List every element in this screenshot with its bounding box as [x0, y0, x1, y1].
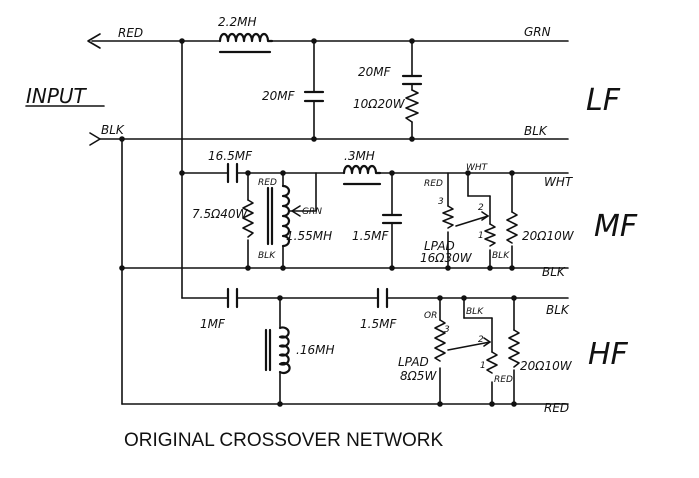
coil-hf-0-16mh-symbol — [278, 326, 291, 375]
diagram-caption: ORIGINAL CROSSOVER NETWORK — [124, 430, 443, 451]
junction-dot — [437, 295, 443, 301]
components — [218, 32, 520, 375]
label-coil-tap-red: RED — [258, 178, 277, 188]
label-coil-tap-blk: BLK — [258, 251, 276, 261]
label-inductor-2-2mh: 2.2MH — [218, 15, 256, 29]
label-grn-out: GRN — [524, 25, 551, 39]
junction-dot — [280, 265, 286, 271]
label-mf: MF — [594, 209, 638, 244]
junction-dot — [119, 136, 125, 142]
label-blk-input: BLK — [101, 123, 125, 137]
junction-dot — [509, 265, 515, 271]
label-cap-lf-zobel: 20MF — [358, 65, 392, 79]
label-coil-mf: 1.55MH — [286, 229, 332, 243]
label-red-input: RED — [118, 26, 143, 40]
label-lpad-hf-red: RED — [494, 375, 513, 385]
label-cap-lf-shunt: 20MF — [262, 89, 296, 103]
junction-dot — [179, 38, 185, 44]
junction-dot — [277, 401, 283, 407]
label-lpad-hf-n1: 1 — [480, 361, 486, 371]
junction-dot — [245, 265, 251, 271]
junction-dot — [277, 295, 283, 301]
junction-dot — [465, 170, 471, 176]
label-res-lf-zobel: 10Ω20W — [353, 97, 406, 111]
label-lpad-mf-red: RED — [424, 179, 443, 189]
coil-mf-1-55mh-symbol — [281, 184, 291, 248]
inductor-2-2mh-symbol — [218, 32, 274, 43]
coil-mf-tap-arrow — [291, 205, 301, 217]
lpad-mf-wiper-arrow — [481, 211, 489, 221]
label-hf: HF — [588, 337, 629, 372]
label-lpad-mf-n2: 2 — [478, 203, 484, 213]
label-coil-hf: .16MH — [296, 343, 334, 357]
junction-dot — [511, 295, 517, 301]
label-lpad-mf-n1: 1 — [478, 231, 484, 241]
inductor-0-3mh-symbol — [342, 164, 382, 175]
junction-dot — [179, 170, 185, 176]
label-lpad-hf-or: OR — [424, 311, 437, 321]
lpad-mf-resistor-2 — [484, 223, 496, 247]
junction-dot — [489, 401, 495, 407]
labels: RED BLK INPUT 2.2MH 20MF 20MF 10Ω20W GRN… — [25, 15, 638, 451]
label-input: INPUT — [26, 84, 88, 108]
label-lpad-mf-wht: WHT — [466, 163, 489, 173]
junction-dot — [445, 265, 451, 271]
resistor-mf-7-5-symbol — [242, 199, 254, 238]
label-lpad-mf-name: LPAD — [424, 239, 455, 253]
label-lpad-mf-blk: BLK — [492, 251, 510, 261]
junction-dot — [389, 265, 395, 271]
lpad-hf-wiper — [447, 341, 491, 351]
label-res-mf-7-5: 7.5Ω40W — [192, 207, 249, 221]
blk-input-arrow — [89, 132, 101, 146]
junction-dot — [409, 136, 415, 142]
label-res-hf-20: 20Ω10W — [520, 359, 573, 373]
junctions — [119, 38, 517, 407]
junction-dot — [119, 265, 125, 271]
label-lf: LF — [586, 83, 621, 118]
label-coil-tap-grn: GRN — [302, 207, 322, 217]
label-cap-hf-1: 1MF — [200, 317, 226, 331]
label-blk-hf-top: BLK — [546, 303, 570, 317]
label-wht-out: WHT — [544, 175, 574, 189]
label-blk-mf-out: BLK — [542, 265, 566, 279]
junction-dot — [311, 136, 317, 142]
label-red-hf-out: RED — [544, 401, 569, 415]
lpad-mf-resistor-1 — [442, 205, 454, 229]
label-lpad-hf-n3: 3 — [444, 325, 450, 335]
label-lpad-hf-value: 8Ω5W — [400, 369, 437, 383]
lpad-hf-resistor-2 — [486, 351, 498, 374]
resistor-hf-20-symbol — [508, 329, 520, 368]
lpad-mf-wiper — [455, 215, 489, 227]
label-cap-mf-shunt2: 1.5MF — [352, 229, 389, 243]
label-lpad-hf-n2: 2 — [478, 335, 484, 345]
junction-dot — [437, 401, 443, 407]
junction-dot — [487, 265, 493, 271]
label-blk-lf-out: BLK — [524, 124, 548, 138]
label-lpad-hf-blk: BLK — [466, 307, 484, 317]
junction-dot — [509, 170, 515, 176]
label-inductor-0-3mh: .3MH — [344, 149, 375, 163]
label-lpad-hf-name: LPAD — [398, 355, 429, 369]
label-cap-hf-2: 1.5MF — [360, 317, 397, 331]
junction-dot — [389, 170, 395, 176]
junction-dot — [461, 295, 467, 301]
label-lpad-mf-n3: 3 — [438, 197, 444, 207]
junction-dot — [280, 170, 286, 176]
lpad-hf-wiper-arrow — [483, 337, 491, 347]
input-arrow — [87, 33, 101, 49]
label-cap-mf-series: 16.5MF — [208, 149, 253, 163]
resistor-mf-20-symbol — [506, 211, 518, 244]
label-lpad-mf-value: 16Ω30W — [420, 251, 473, 265]
junction-dot — [511, 401, 517, 407]
junction-dot — [245, 170, 251, 176]
label-res-mf-20: 20Ω10W — [522, 229, 575, 243]
junction-dot — [311, 38, 317, 44]
resistor-lf-zobel-symbol — [405, 89, 419, 123]
lpad-hf-resistor-1 — [434, 319, 446, 362]
junction-dot — [409, 38, 415, 44]
